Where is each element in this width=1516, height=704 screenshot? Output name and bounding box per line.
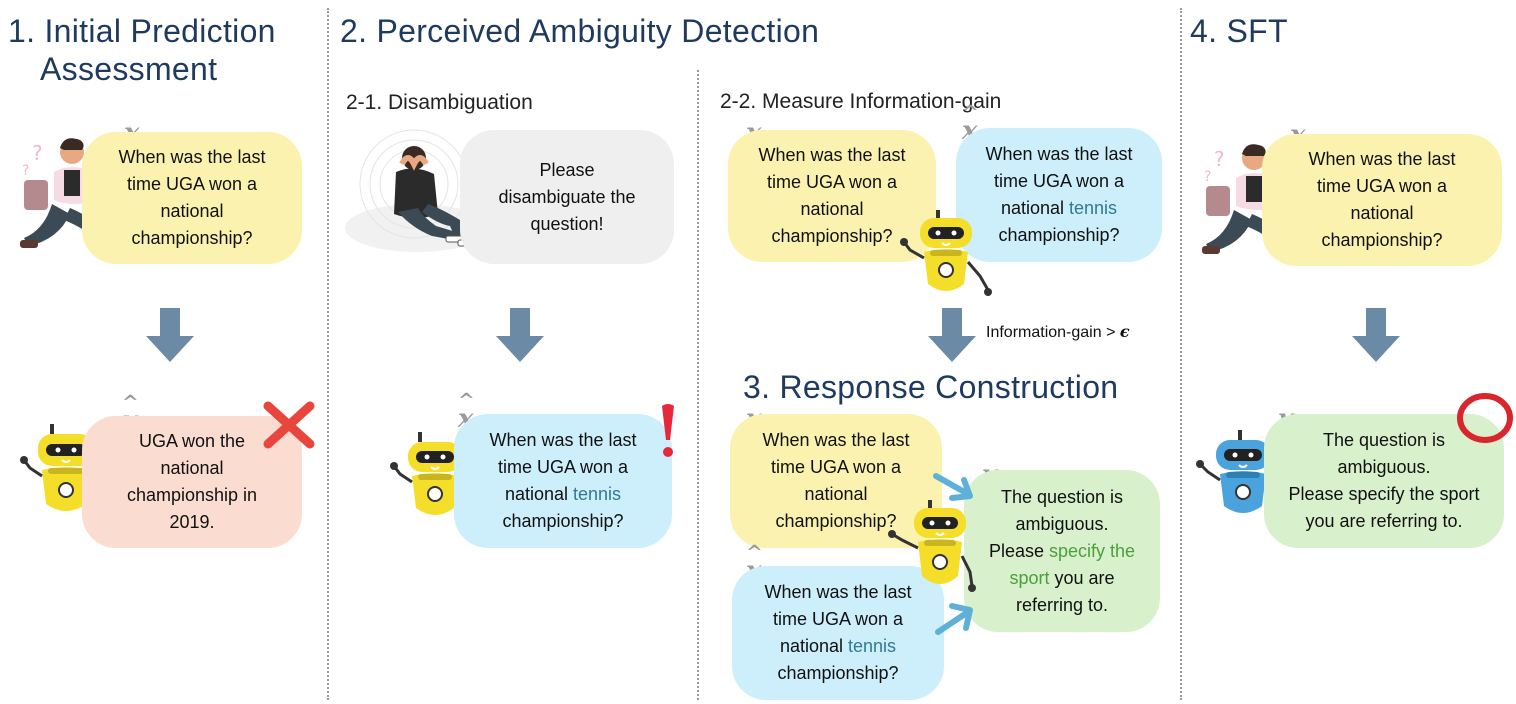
disambiguate-prompt-bubble: Please disambiguate the question!: [460, 130, 674, 264]
check-circle-icon: [1457, 393, 1513, 443]
disambiguated-question-bubble-s2-1: When was the last time UGA won a nationa…: [454, 414, 672, 548]
down-arrow-s2-1: [496, 308, 544, 362]
section-1-title-line1: 1. Initial Prediction: [8, 13, 276, 49]
robot-s3: [888, 500, 976, 592]
section-2-2-title: 2-2. Measure Information-gain: [720, 90, 1002, 113]
arrow-right-upper: [933, 473, 973, 501]
question-bubble-s4: When was the last time UGA won a nationa…: [1262, 134, 1502, 266]
anxious-person-illustration: [345, 129, 489, 252]
exclamation-icon: [662, 404, 674, 457]
robot-s1: [20, 424, 114, 511]
clarify-bubble-s3: The question is ambiguous. Please specif…: [964, 470, 1160, 632]
question-bubble-s3: When was the last time UGA won a nationa…: [730, 414, 942, 548]
disambiguated-question-bubble-s2-2: When was the last time UGA won a nationa…: [956, 128, 1162, 262]
cross-icon: [263, 401, 315, 449]
svg-text:?: ?: [1204, 169, 1211, 185]
svg-text:?: ?: [1214, 147, 1225, 171]
section-3-title: 3. Response Construction: [743, 369, 1119, 405]
initial-answer-bubble: UGA won the national championship in 201…: [82, 416, 302, 548]
clarify-bubble-s4: The question is ambiguous. Please specif…: [1264, 414, 1504, 548]
divider-2: [697, 70, 699, 700]
information-gain-label: Information-gain > ϵ: [986, 322, 1130, 341]
section-1-title-line2: Assessment: [40, 51, 218, 87]
section-4-title: 4. SFT: [1190, 13, 1288, 49]
section-2-1-title: 2-1. Disambiguation: [346, 91, 533, 114]
divider-1: [327, 8, 329, 700]
robot-s4: [1196, 430, 1288, 513]
svg-text:?: ?: [22, 163, 29, 179]
question-bubble-s1: When was the last time UGA won a nationa…: [82, 132, 302, 264]
disambiguated-question-bubble-s3: When was the last time UGA won a nationa…: [732, 566, 944, 700]
divider-3: [1180, 8, 1182, 700]
down-arrow-s4: [1352, 308, 1400, 362]
down-arrow-s2-2: [928, 308, 976, 362]
arrow-right-lower: [935, 603, 973, 635]
down-arrow-s1: [146, 308, 194, 362]
svg-text:?: ?: [32, 141, 43, 165]
section-2-title: 2. Perceived Ambiguity Detection: [340, 13, 820, 49]
robot-s2-2: [900, 210, 992, 296]
